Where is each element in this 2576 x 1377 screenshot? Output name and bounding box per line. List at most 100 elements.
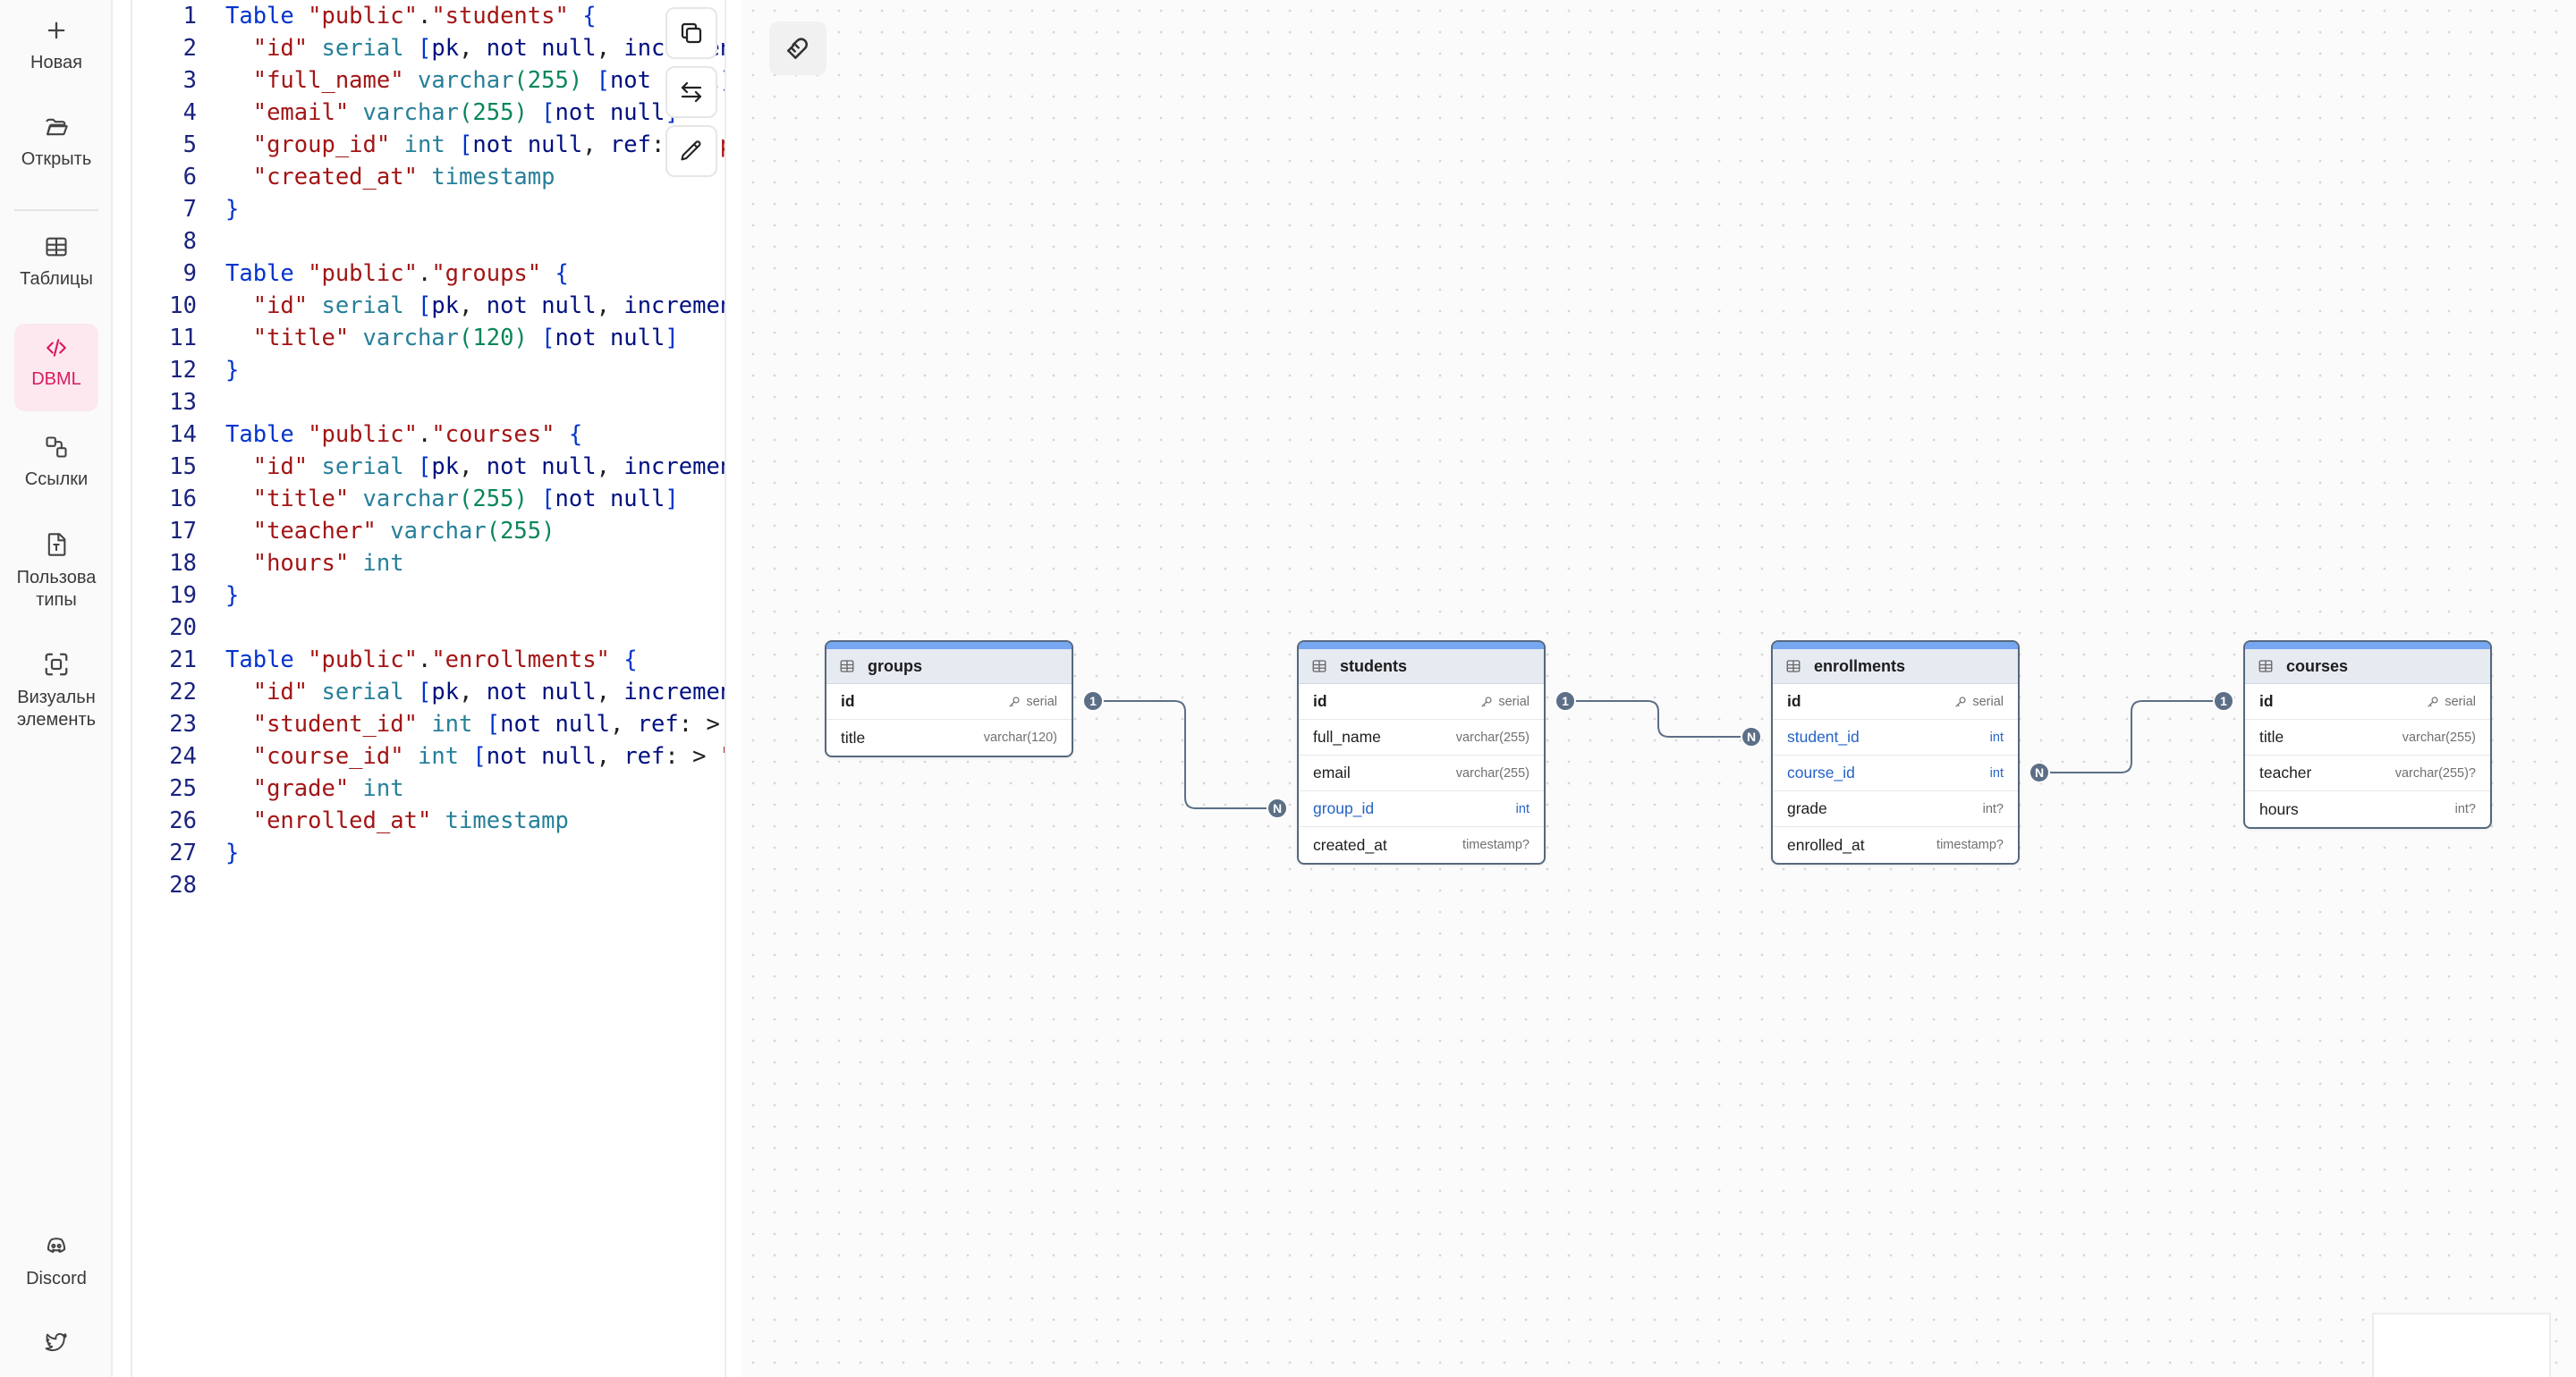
sidebar-item-discord[interactable]: Discord — [14, 1234, 98, 1305]
line-content: "teacher" varchar(255) — [252, 518, 555, 545]
field-name: full_name — [1313, 728, 1381, 746]
field-type-label: int? — [1982, 801, 2004, 816]
field-type: int? — [1983, 802, 2004, 816]
primary-key-icon — [1480, 696, 1493, 708]
table-header[interactable]: groups — [826, 649, 1072, 684]
sidebar-item-new[interactable]: Новая — [14, 18, 98, 89]
line-number: 3 — [182, 67, 197, 94]
table-icon — [1311, 658, 1327, 674]
field-name: id — [1313, 692, 1327, 710]
sidebar-item-dbml[interactable]: DBML — [14, 324, 98, 411]
table-icon — [2258, 658, 2274, 674]
svg-text:1: 1 — [1089, 694, 1097, 708]
primary-key-icon — [1954, 696, 1967, 708]
field-name: id — [1787, 692, 1801, 710]
table-header[interactable]: courses — [2245, 649, 2490, 684]
field-row[interactable]: full_name varchar(255) — [1299, 720, 1544, 756]
table-name: groups — [868, 656, 922, 675]
table-header[interactable]: students — [1299, 649, 1544, 684]
sidebar-item-label: DBML — [31, 369, 81, 389]
field-type-label: timestamp? — [1462, 838, 1530, 852]
primary-key-icon — [2427, 696, 2439, 708]
svg-text:N: N — [2035, 765, 2044, 780]
table-icon — [1785, 658, 1801, 674]
field-type: int — [1516, 802, 1530, 816]
field-type-label: varchar(255)? — [2394, 765, 2476, 781]
line-content: } — [225, 357, 240, 384]
field-name: hours — [2259, 799, 2299, 818]
line-number: 25 — [169, 775, 197, 802]
line-content: "title" varchar(255) [not null] — [252, 486, 679, 512]
sidebar-item-visual-elements[interactable]: Визуальн элементь — [14, 651, 98, 749]
field-type: timestamp? — [1462, 838, 1530, 852]
sidebar-item-custom-types[interactable]: Пользова типы — [14, 531, 98, 629]
field-name: teacher — [2259, 764, 2312, 781]
line-content: } — [225, 840, 240, 866]
field-row[interactable]: teacher varchar(255)? — [2245, 756, 2490, 791]
field-type-label: varchar(120) — [983, 731, 1057, 745]
relation-edge[interactable] — [1093, 700, 1277, 809]
sidebar-item-twitter[interactable] — [14, 1331, 98, 1375]
twitter-icon — [45, 1332, 67, 1352]
line-number: 17 — [169, 518, 197, 545]
copy-button[interactable] — [665, 7, 717, 59]
field-type: int — [1990, 731, 2004, 745]
table-header[interactable]: enrollments — [1773, 649, 2018, 684]
swap-button[interactable] — [665, 66, 717, 118]
line-number: 20 — [169, 614, 197, 641]
table-name: students — [1340, 656, 1408, 675]
line-number: 13 — [169, 389, 197, 416]
field-type: varchar(255) — [1456, 731, 1530, 745]
line-content: "id" serial [pk, not null, increment] — [252, 679, 724, 705]
line-number: 16 — [169, 486, 197, 512]
field-type-label: int — [1515, 801, 1530, 816]
sidebar-item-tables[interactable]: Таблицы — [14, 234, 98, 308]
line-content: "student_id" int [not null, ref: > "publ… — [252, 711, 720, 738]
line-number: 22 — [169, 679, 197, 705]
table-color-bar — [2245, 642, 2490, 649]
sidebar-item-label: Новая — [30, 53, 82, 72]
field-type-label: varchar(255) — [1455, 730, 1530, 745]
relation-edge[interactable] — [1565, 700, 1751, 738]
field-type: varchar(255) — [1456, 766, 1530, 781]
field-type: varchar(120) — [984, 731, 1057, 745]
field-name: id — [841, 692, 855, 710]
visual-elements-icon — [45, 653, 68, 676]
line-number: 19 — [169, 582, 197, 609]
sidebar-item-relations[interactable]: Ссылки — [14, 435, 98, 508]
sidebar: Новая Открыть Таблицы DBML Ссылки Пользо… — [0, 0, 113, 1377]
svg-text:N: N — [1273, 801, 1282, 815]
edit-button[interactable] — [665, 125, 717, 177]
line-number: 9 — [182, 260, 197, 287]
minimap[interactable] — [2372, 1313, 2551, 1377]
table-icon — [839, 658, 855, 674]
table-color-bar — [1299, 642, 1544, 649]
cardinality-badge: 1 — [1082, 690, 1104, 712]
auto-arrange-button[interactable] — [769, 21, 826, 75]
line-content: "full_name" varchar(255) [not null] — [252, 67, 724, 94]
line-number: 12 — [169, 357, 197, 384]
sidebar-item-open[interactable]: Открыть — [14, 114, 98, 186]
relation-edge[interactable] — [2039, 700, 2224, 773]
